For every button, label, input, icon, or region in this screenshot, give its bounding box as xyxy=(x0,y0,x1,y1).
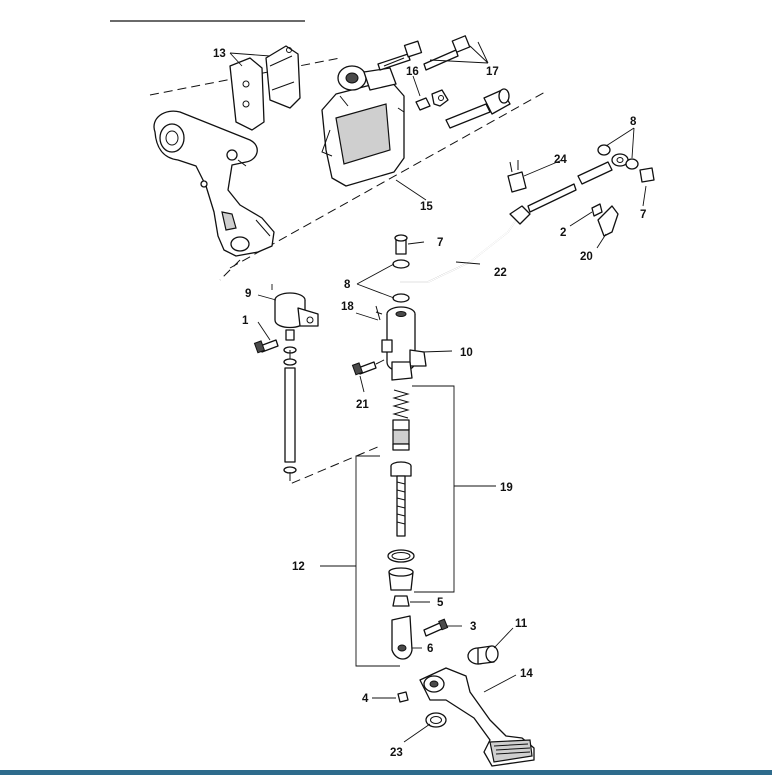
callout-3: 3 xyxy=(470,621,476,633)
callout-14: 14 xyxy=(520,668,533,680)
callout-15: 15 xyxy=(420,201,433,213)
callout-7-center: 7 xyxy=(437,237,443,249)
caliper-assembly-outline xyxy=(149,57,546,281)
piston-spring xyxy=(392,389,410,451)
callout-23: 23 xyxy=(390,747,403,759)
callout-8-upper: 8 xyxy=(630,116,637,128)
brake-pads xyxy=(229,45,301,131)
callout-21: 21 xyxy=(356,399,369,411)
callout-19: 19 xyxy=(500,482,513,494)
bleeder-valve xyxy=(415,89,449,111)
callout-2: 2 xyxy=(560,227,566,239)
brake-light-switch xyxy=(507,160,527,193)
brake-line xyxy=(400,183,577,283)
callout-16: 16 xyxy=(406,66,419,78)
callout-labels: 13 17 16 15 8 24 7 2 20 7 8 22 9 18 1 10… xyxy=(213,48,646,759)
reservoir-hose xyxy=(283,350,381,485)
master-cylinder-screw xyxy=(351,357,389,376)
banjo-bolt-center xyxy=(392,234,410,303)
group-brackets xyxy=(320,385,496,667)
callout-7-right: 7 xyxy=(640,209,646,221)
callout-20: 20 xyxy=(580,251,593,263)
callout-8-center: 8 xyxy=(344,279,351,291)
pushrod-clevis xyxy=(391,615,413,660)
callout-22: 22 xyxy=(494,267,507,279)
brake-caliper xyxy=(321,65,405,187)
callout-17: 17 xyxy=(486,66,499,78)
fluid-reservoir xyxy=(274,292,319,354)
reservoir-screw xyxy=(253,339,279,354)
callout-4: 4 xyxy=(362,693,369,705)
pedal-seal xyxy=(425,712,447,728)
callout-1: 1 xyxy=(242,315,249,327)
master-cylinder xyxy=(375,305,427,381)
leader-lines xyxy=(229,41,647,743)
caliper-slide-pin xyxy=(445,88,511,129)
pivot-nut xyxy=(397,691,409,703)
line-clip xyxy=(591,203,619,237)
callout-9: 9 xyxy=(245,288,251,300)
pushrod-assembly xyxy=(387,461,415,607)
callout-18: 18 xyxy=(341,301,354,313)
callout-24: 24 xyxy=(554,154,567,166)
callout-12: 12 xyxy=(292,561,305,573)
callout-11: 11 xyxy=(515,618,528,630)
brake-pedal xyxy=(419,667,535,767)
footer-bar xyxy=(0,770,772,775)
caliper-bolts xyxy=(377,35,471,71)
clevis-bolt xyxy=(423,618,449,637)
banjo-fitting-upper xyxy=(577,144,655,185)
caliper-bracket xyxy=(153,110,275,257)
callout-13: 13 xyxy=(213,48,226,60)
callout-6: 6 xyxy=(427,643,433,655)
pedal-bushing xyxy=(467,645,499,665)
callout-5: 5 xyxy=(437,597,444,609)
callout-10: 10 xyxy=(460,347,473,359)
